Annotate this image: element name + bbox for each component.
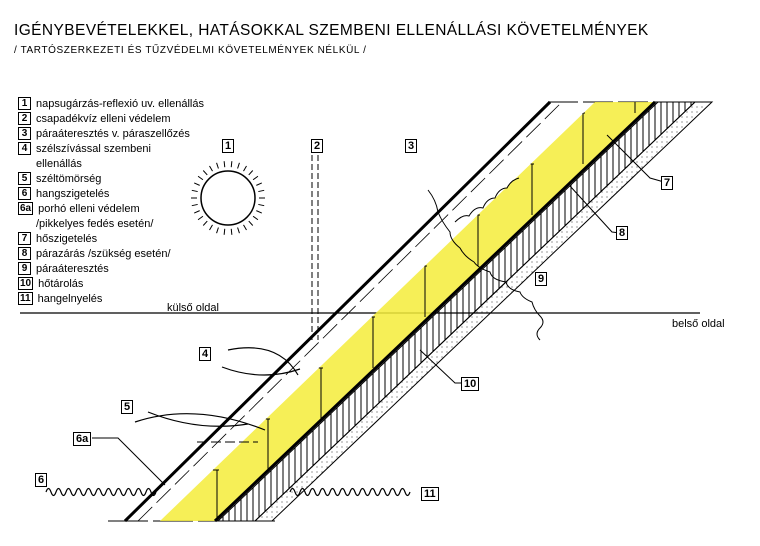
inner-side-label: belső oldal: [672, 318, 725, 330]
legend-label: páraáteresztés: [36, 263, 109, 275]
legend-label: páraáteresztés v. páraszellőzés: [36, 128, 190, 140]
marker-5: 5: [121, 400, 134, 414]
marker-9: 9: [535, 272, 548, 286]
vapour-barrier: [213, 100, 657, 523]
marker-3: 3: [405, 139, 418, 153]
legend-item-continued: ellenállás: [18, 157, 204, 172]
diagram-subtitle: / TARTÓSZERKEZETI ÉS TŰZVÉDELMI KÖVETELM…: [14, 45, 367, 56]
legend-label-line2: ellenállás: [36, 158, 82, 170]
roof-covering: [123, 100, 552, 523]
marker-7: 7: [661, 176, 674, 190]
wind-suction-arrow: [221, 347, 301, 376]
sound-wave-left: [45, 487, 157, 497]
marker-6: 6: [35, 473, 48, 487]
legend-label: hangszigetelés: [36, 188, 110, 200]
underlay: [137, 101, 563, 522]
legend-label: hangelnyelés: [37, 293, 103, 305]
legend-item: 8 párazárás /szükség esetén/: [18, 247, 204, 262]
legend-label: párazárás /szükség esetén/: [36, 248, 171, 260]
marker-11: 11: [421, 487, 439, 501]
insulation-layer: [160, 102, 655, 521]
legend-number: 9: [18, 262, 31, 275]
legend-label-line2: /pikkelyes fedés esetén/: [36, 218, 154, 230]
rain-lines: [311, 155, 319, 340]
rafter-grid: [212, 102, 636, 521]
legend-item: 11 hangelnyelés: [18, 292, 204, 307]
marker-2: 2: [311, 139, 324, 153]
legend-number: 10: [18, 277, 34, 290]
legend-number: 6a: [18, 202, 34, 215]
legend-item: 5 széltömörség: [18, 172, 204, 187]
legend-label: széltömörség: [36, 173, 102, 185]
wind-arrow: [134, 411, 266, 431]
vapour-arrow-in: [454, 177, 520, 223]
marker-8: 8: [616, 226, 629, 240]
legend-item: 3 páraáteresztés v. páraszellőzés: [18, 127, 204, 142]
vapour-arrow-out: [427, 189, 544, 341]
legend-item-continued: /pikkelyes fedés esetén/: [18, 217, 204, 232]
legend-label: hőtárolás: [38, 278, 84, 290]
legend-item: 4 szélszívással szembeni: [18, 142, 204, 157]
legend-label: hőszigetelés: [36, 233, 98, 245]
diagram-title: IGÉNYBEVÉTELEKKEL, HATÁSOKKAL SZEMBENI E…: [14, 22, 649, 39]
marker-1: 1: [222, 139, 235, 153]
legend-item: 6 hangszigetelés: [18, 187, 204, 202]
legend-label: szélszívással szembeni: [36, 143, 151, 155]
ceiling-layer: [253, 101, 714, 522]
legend-number: 11: [18, 292, 33, 305]
legend-number: 2: [18, 112, 31, 125]
sound-wave-right: [289, 487, 411, 497]
legend-item: 9 páraáteresztés: [18, 262, 204, 277]
legend-number: 5: [18, 172, 31, 185]
legend-label: csapadékvíz elleni védelem: [36, 113, 171, 125]
legend-label: napsugárzás-reflexió uv. ellenállás: [36, 98, 204, 110]
legend-item: 7 hőszigetelés: [18, 232, 204, 247]
legend-label: porhó elleni védelem: [38, 203, 140, 215]
marker-10: 10: [461, 377, 480, 391]
legend-number: 8: [18, 247, 31, 260]
marker-4: 4: [199, 347, 212, 361]
marker-6a: 6a: [73, 432, 92, 446]
legend-number: 3: [18, 127, 31, 140]
outer-side-label: külső oldal: [167, 302, 219, 314]
legend: 1 napsugárzás-reflexió uv. ellenállás 2 csa…: [18, 97, 204, 307]
legend-number: 4: [18, 142, 31, 155]
sun-icon: [191, 161, 265, 235]
legend-item: 6a porhó elleni védelem: [18, 202, 204, 217]
legend-item: 10 hőtárolás: [18, 277, 204, 292]
legend-item: 2 csapadékvíz elleni védelem: [18, 112, 204, 127]
board-layer: [216, 101, 697, 522]
legend-number: 6: [18, 187, 31, 200]
legend-number: 1: [18, 97, 31, 110]
legend-item: 1 napsugárzás-reflexió uv. ellenállás: [18, 97, 204, 112]
legend-number: 7: [18, 232, 31, 245]
